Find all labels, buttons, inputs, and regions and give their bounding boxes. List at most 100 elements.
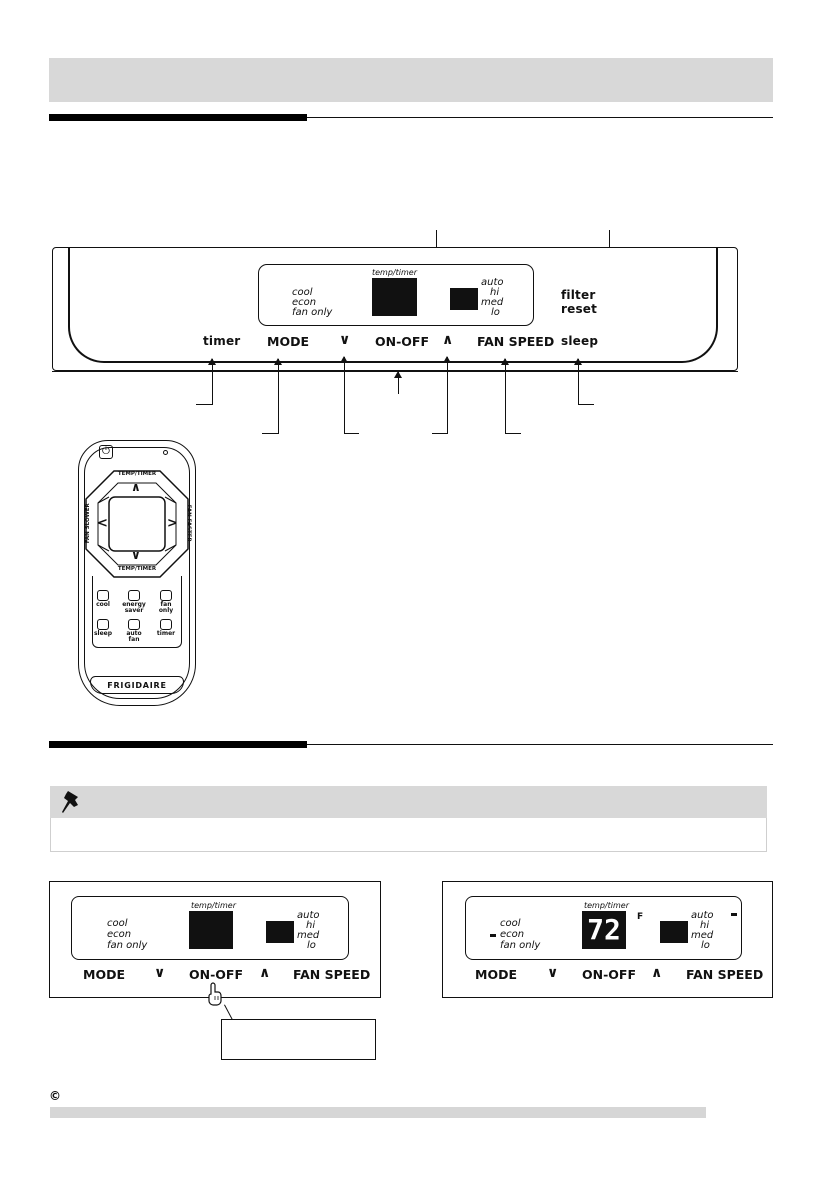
remote-auto-fan-label-1: auto [126,630,142,637]
leader-line-up [443,356,451,433]
fan-speed-button[interactable]: FAN SPEED [477,334,555,349]
mode-fan-only-label: fan only [292,307,333,318]
remote-temp-timer-top-label: TEMP/TIMER [117,471,157,477]
remote-auto-fan-label-2: fan [128,636,140,643]
remote-down-button[interactable]: ∨ [131,548,141,562]
section-rule [49,744,773,745]
leader-tail-up [432,433,448,434]
timer-button[interactable]: timer [203,334,241,348]
leader-line-timer [208,358,216,404]
temp-unit-label: F [637,912,644,922]
mode-cool-label: cool [292,287,313,298]
temp-down-button[interactable]: ∨ [339,332,351,348]
mode-button[interactable]: MODE [267,334,309,349]
on-off-button[interactable]: ON-OFF [375,334,429,349]
remote-energy-saver-button[interactable] [128,590,140,601]
remote-energy-saver-label-2: saver [124,607,144,614]
mini-speed-auto-label: auto [297,910,320,921]
filter-reset-label-1: filter [561,288,596,302]
mini-mode-econ-label: econ [107,929,132,940]
remote-fan-slower-label: FAN SLOWER [84,503,91,544]
remote-dpad [85,470,189,578]
temp-display [372,278,417,316]
section-rule-accent [49,114,307,121]
remote-timer-button[interactable] [160,619,172,630]
mini-display-label-on: temp/timer [584,901,629,910]
leader-tail-down [344,433,359,434]
mini-speed-hi-label: hi [306,920,316,931]
mini-fan-display-on [660,921,688,943]
mini-mode-fan-only-label: fan only [107,940,148,951]
footer-bar [50,1107,706,1118]
leader-tail-timer [196,404,213,405]
speed-auto-label: auto [481,277,504,288]
pointer-hand-icon [208,982,222,1006]
pushpin-icon [62,791,78,813]
mini-on-speed-auto-label: auto [691,910,714,921]
fan-speed-display [450,288,478,310]
mini-on-up-button[interactable]: ∧ [651,965,663,981]
mini-fan-display [266,921,294,943]
copyright-symbol: © [49,1089,61,1103]
remote-bezel [84,447,190,699]
remote-right-button[interactable]: > [167,516,178,531]
control-panel-bezel [68,247,718,363]
remote-timer-label: timer [156,630,176,637]
remote-cool-label: cool [96,601,110,608]
leader-line-mode [274,358,282,433]
remote-fan-only-label-1: fan [160,601,172,608]
leader-tail-sleep [578,404,594,405]
mini-on-speed-hi-label: hi [700,920,710,931]
leader-line-down [340,356,348,433]
remote-temp-timer-bottom-label: TEMP/TIMER [117,566,157,572]
indicator-light-icon [163,450,168,455]
leader-line-on-off [394,371,402,394]
mini-on-speed-med-label: med [691,930,714,941]
mini-on-speed-lo-label: lo [701,940,710,951]
power-icon[interactable]: ⏻ [99,445,113,459]
mini-display-frame [71,896,349,960]
mini-on-mode-econ-label: econ [500,929,525,940]
leader-line-fan-speed [501,358,509,433]
mini-on-off-button[interactable]: ON-OFF [189,967,243,982]
callout-box [221,1019,376,1060]
remote-up-button[interactable]: ∧ [131,480,141,494]
remote-fan-only-button[interactable] [160,590,172,601]
remote-cool-button[interactable] [97,590,109,601]
mini-display-frame-on [465,896,742,960]
econ-indicator-icon [490,934,496,937]
mini-on-fan-speed-button[interactable]: FAN SPEED [686,967,764,982]
mini-fan-speed-button[interactable]: FAN SPEED [293,967,371,982]
mini-mode-button[interactable]: MODE [83,967,125,982]
remote-left-button[interactable]: < [97,516,108,531]
remote-fan-faster-label: FAN FASTER [185,504,192,542]
temp-up-button[interactable]: ∧ [442,332,454,348]
mini-on-on-off-button[interactable]: ON-OFF [582,967,636,982]
mini-mode-cool-label: cool [107,918,128,929]
remote-sleep-button[interactable] [97,619,109,630]
sleep-button[interactable]: sleep [561,334,599,348]
mini-temp-display [189,911,233,949]
remote-auto-fan-button[interactable] [128,619,140,630]
mini-on-down-button[interactable]: ∨ [547,965,559,981]
mini-on-mode-button[interactable]: MODE [475,967,517,982]
auto-indicator-icon [731,913,737,916]
mini-speed-lo-label: lo [307,940,316,951]
speed-hi-label: hi [490,287,500,298]
mini-up-button[interactable]: ∧ [259,965,271,981]
tip-header [50,786,767,818]
mini-temp-display-on: 72 [582,911,626,949]
leader-line-sleep [574,358,582,404]
remote-brand-logo: FRIGIDAIRE [90,676,184,694]
remote-fan-only-label-2: only [158,607,174,614]
mini-on-mode-fan-only-label: fan only [500,940,541,951]
mini-down-button[interactable]: ∨ [154,965,166,981]
mini-on-mode-cool-label: cool [500,918,521,929]
leader-tail-fan-speed [505,433,521,434]
section-rule-accent [49,741,307,748]
tip-body [50,818,767,852]
filter-reset-label-2: reset [561,302,598,316]
mode-econ-label: econ [292,297,317,308]
display-label: temp/timer [372,268,417,277]
remote-button-area [92,576,182,648]
